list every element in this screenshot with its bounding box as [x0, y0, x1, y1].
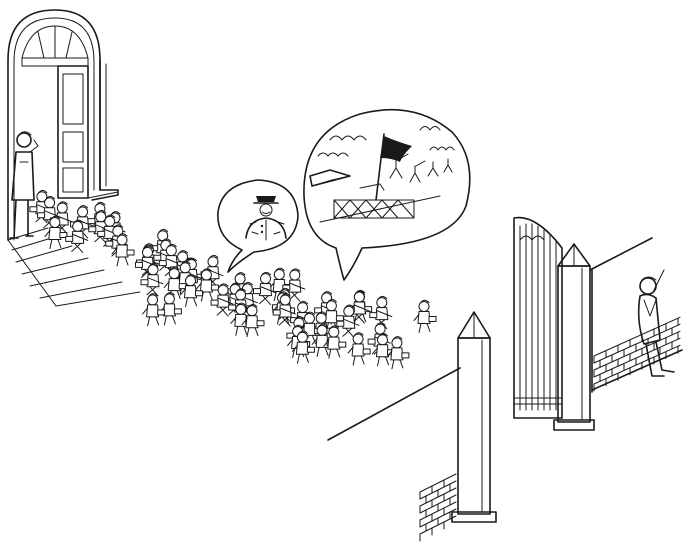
brick-wall-right	[593, 316, 681, 392]
battle-scene	[309, 126, 455, 223]
thought-bubble-general	[217, 179, 299, 273]
child-figure	[44, 215, 68, 249]
child-figure	[180, 274, 203, 308]
child-figure	[320, 299, 344, 333]
child-figure	[291, 330, 315, 364]
child-figure	[369, 295, 393, 330]
teacher-figure	[9, 131, 39, 239]
children-crowd	[29, 189, 437, 370]
child-figure	[158, 243, 182, 278]
child-figure	[253, 271, 276, 306]
child-figure	[386, 336, 410, 370]
child-figure	[323, 325, 347, 359]
child-figure	[140, 263, 164, 297]
school-doorway	[7, 9, 119, 241]
child-figure	[142, 293, 166, 327]
child-figure	[65, 219, 89, 253]
brick-wall-left	[419, 473, 457, 542]
child-figure	[135, 245, 158, 279]
gate-pillar-left	[451, 311, 497, 523]
school-wall-and-gate	[327, 216, 683, 542]
child-figure	[241, 303, 265, 338]
child-figure	[210, 283, 234, 317]
child-figure	[158, 292, 182, 326]
child-figure	[163, 266, 187, 301]
child-figure	[272, 293, 296, 327]
thought-bubble-battle	[303, 108, 471, 281]
child-figure	[111, 233, 135, 267]
gate-pillar-right	[553, 243, 595, 431]
child-figure	[336, 304, 360, 338]
open-gate	[513, 216, 563, 419]
man-leaning-on-wall	[637, 269, 675, 377]
child-figure	[347, 332, 371, 366]
child-figure	[413, 299, 437, 333]
child-figure	[37, 196, 61, 230]
child-figure	[195, 268, 219, 302]
general-portrait	[245, 196, 287, 241]
